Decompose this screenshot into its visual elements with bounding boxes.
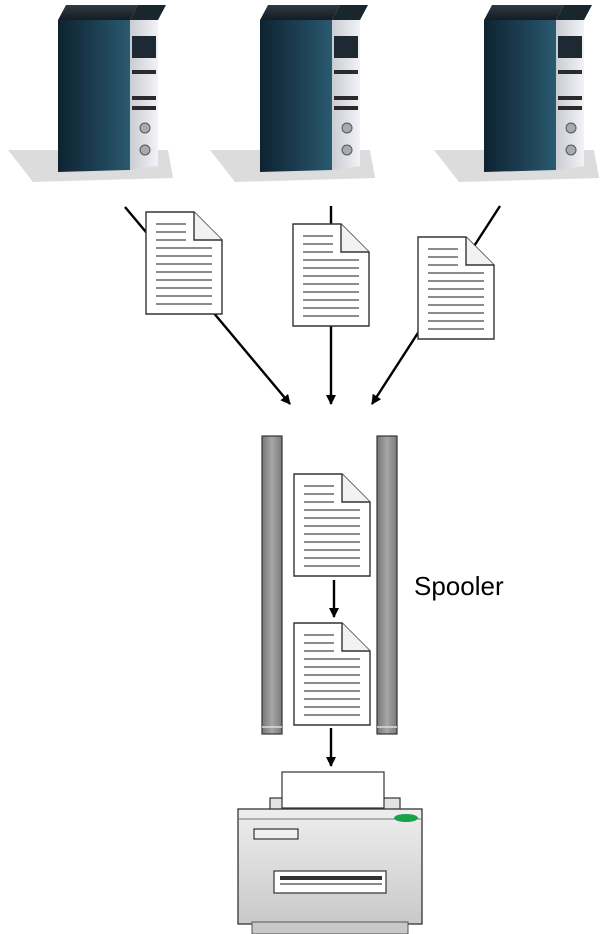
server-right xyxy=(433,4,600,183)
queued-document-icon xyxy=(293,622,371,726)
document-icon xyxy=(417,236,495,340)
spooler-queue xyxy=(261,435,398,735)
spooler-label: Spooler xyxy=(414,571,504,601)
printer-status-led xyxy=(394,814,418,822)
printer-paper xyxy=(281,771,385,809)
server-tower-icon xyxy=(209,4,376,183)
spooler-rail-right xyxy=(376,435,398,735)
document-icon xyxy=(145,211,223,315)
printer-output-slot xyxy=(273,870,387,894)
server-tower-icon xyxy=(433,4,600,183)
document-icon xyxy=(292,223,370,327)
printer-icon xyxy=(237,771,423,934)
queued-document-icon xyxy=(293,473,371,577)
server-left xyxy=(7,4,174,183)
spooler-rail-left xyxy=(261,435,283,735)
server-middle xyxy=(209,4,376,183)
server-tower-icon xyxy=(7,4,174,183)
